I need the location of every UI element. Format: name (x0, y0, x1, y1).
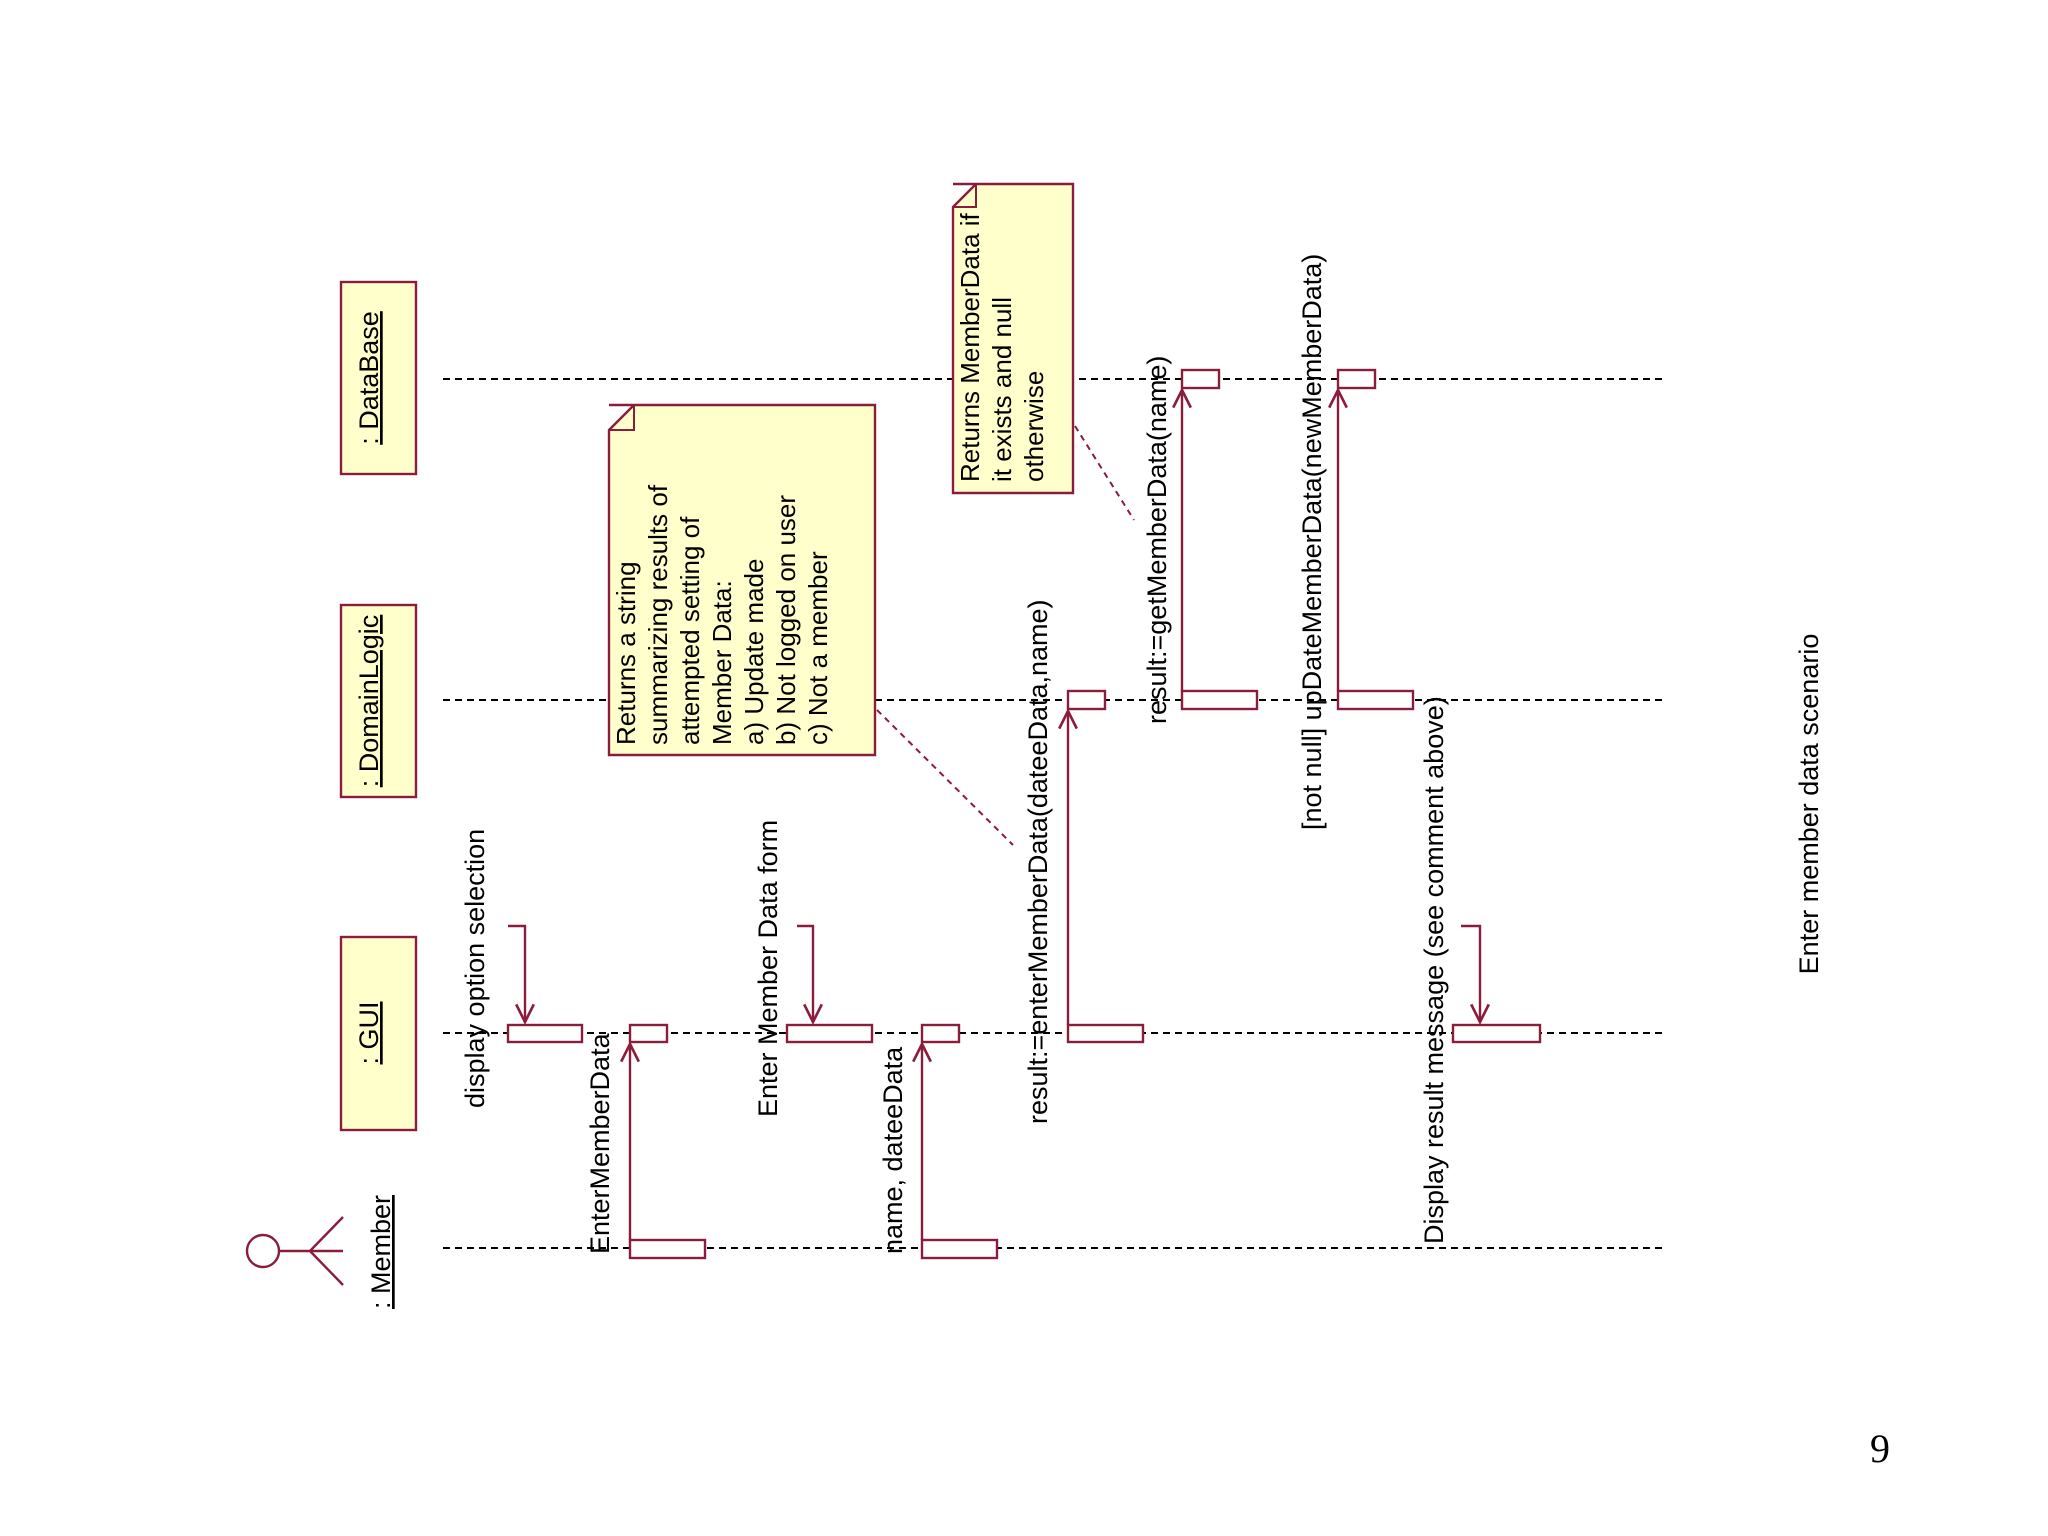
activation-gui-2 (628, 1023, 669, 1044)
note-1-line-3: attempted setting of (675, 516, 705, 745)
object-database: : DataBase (339, 280, 418, 476)
activation-domain-2 (1180, 689, 1259, 711)
page-number: 9 (1870, 1426, 1890, 1471)
activation-member-2 (920, 1238, 999, 1260)
message-m1-arrow (508, 924, 525, 1022)
message-m8-arrow (1461, 924, 1480, 1022)
activation-gui-4 (920, 1023, 961, 1044)
actor-head-icon (245, 1233, 281, 1269)
message-m2-label: EnterMemberData (585, 1032, 615, 1254)
object-domainlogic-label: : DomainLogic (354, 615, 384, 788)
activation-gui-5 (1066, 1023, 1145, 1044)
activation-database-2 (1336, 368, 1377, 390)
note-2: Returns MemberData if it exists and null… (951, 182, 1075, 495)
object-domainlogic: : DomainLogic (339, 603, 418, 799)
activations (506, 368, 1542, 1260)
diagram-caption: Enter member data scenario (1794, 634, 1824, 975)
note-2-line-1: Returns MemberData if (955, 212, 985, 482)
activation-domain-1 (1066, 689, 1107, 711)
note-1-line-5: a) Update made (739, 559, 769, 745)
message-m5-label: result:=enterMemberData(dateeData,name) (1023, 599, 1053, 1124)
activation-database-1 (1180, 368, 1221, 390)
message-m7-label: [not null] upDateMemberData(newMemberDat… (1297, 254, 1327, 830)
object-gui: : GUI (339, 935, 418, 1132)
note-1: Returns a string summarizing results of … (607, 403, 877, 757)
note-1-line-6: b) Not logged on user (771, 495, 801, 745)
message-m1-label: display option selection (460, 829, 490, 1108)
activation-gui-6 (1451, 1023, 1542, 1044)
note-2-line-2: it exists and null (987, 297, 1017, 482)
activation-gui-3 (785, 1023, 874, 1044)
activation-domain-3 (1336, 689, 1415, 711)
message-labels: display option selection EnterMemberData… (460, 254, 1449, 1254)
note-1-line-1: Returns a string (611, 561, 641, 745)
message-m4-label: name, dateeData (878, 1046, 908, 1254)
note-1-connector (876, 709, 1014, 846)
note-2-line-3: otherwise (1019, 371, 1049, 482)
object-gui-label: : GUI (354, 1001, 384, 1064)
message-m8-label: Display result message (see comment abov… (1419, 696, 1449, 1244)
message-arrows (508, 390, 1480, 1240)
note-1-line-7: c) Not a member (803, 551, 833, 745)
message-m3-label: Enter Member Data form (753, 820, 783, 1117)
note-1-line-2: summarizing results of (643, 484, 673, 745)
object-database-label: : DataBase (354, 311, 384, 445)
activation-gui-1 (506, 1023, 584, 1044)
message-m6-label: result:=getMemberData(name) (1142, 356, 1172, 724)
activation-member-1 (628, 1238, 707, 1260)
note-1-line-4: Member Data: (707, 580, 737, 745)
message-m3-arrow (797, 924, 813, 1022)
actor-member (245, 1216, 344, 1286)
note-2-connector (1074, 425, 1135, 521)
actor-member-label: : Member (366, 1195, 396, 1309)
